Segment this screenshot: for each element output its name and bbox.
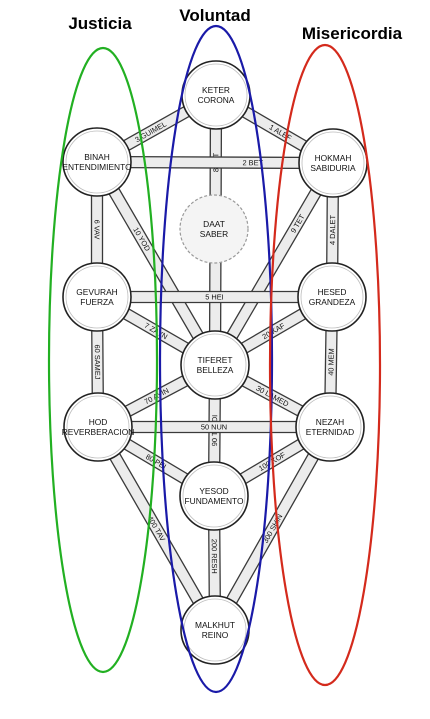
sefira-name: HESED: [318, 287, 347, 297]
sefira-name: TIFERET: [198, 355, 233, 365]
path-label: 40 MEM: [326, 348, 335, 376]
sefira-meaning: SABIDURIA: [310, 163, 356, 173]
sefira-inner-ring: [298, 395, 362, 459]
sefira-name: MALKHUT: [195, 620, 235, 630]
sefira-inner-ring: [184, 63, 248, 127]
sefira-circle: [180, 330, 250, 400]
sefira-meaning: SABER: [200, 229, 228, 239]
sefira-name: BINAH: [84, 152, 110, 162]
sefira-inner-ring: [300, 265, 364, 329]
sefira-circle: [179, 194, 249, 264]
path-label: 5 HEI: [205, 293, 223, 302]
sefira-inner-ring: [182, 464, 246, 528]
sefira-meaning: BELLEZA: [197, 365, 234, 375]
path-channel: [96, 155, 334, 170]
pillars-layer: [47, 24, 382, 694]
pillar-right-ellipse: [268, 43, 382, 687]
sefira-inner-ring: [183, 333, 247, 397]
sefira-circle: [297, 262, 367, 332]
sefira-name: DAAT: [203, 219, 225, 229]
sefira-meaning: CORONA: [198, 95, 235, 105]
pillar-right-title: Misericordia: [302, 24, 403, 43]
sefira-circle: [63, 392, 133, 462]
pillar-middle-title: Voluntad: [179, 6, 250, 25]
path-label: 4 DALET: [328, 214, 337, 245]
sefira-name: HOKMAH: [315, 153, 352, 163]
sefira-inner-ring: [66, 395, 130, 459]
sefira-meaning: REINO: [202, 630, 229, 640]
sefira-meaning: ENTENDIMIENTO: [62, 162, 132, 172]
path-gevurah-hesed: 5 HEI: [96, 290, 333, 304]
sefira-meaning: FUERZA: [80, 297, 114, 307]
pillar-left-title: Justicia: [68, 14, 132, 33]
sefira-circle: [62, 262, 132, 332]
path-label: 200 RESH: [210, 539, 219, 574]
path-label: 50 NUN: [201, 423, 227, 432]
sefira-meaning: GRANDEZA: [309, 297, 356, 307]
pillar-middle-ellipse: [158, 24, 274, 694]
sefira-inner-ring: [301, 131, 365, 195]
sefira-circle: [295, 392, 365, 462]
sefira-circle: [62, 127, 132, 197]
sefira-circle: [179, 461, 249, 531]
sefira-meaning: REVERBERACION: [62, 427, 135, 437]
sefira-name: NEZAH: [316, 417, 344, 427]
sefira-name: HOD: [89, 417, 108, 427]
sefira-name: KETER: [202, 85, 230, 95]
path-binah-hokmah: 2 BET: [96, 155, 334, 170]
sefira-name: YESOD: [199, 486, 228, 496]
sefira-inner-ring: [65, 130, 129, 194]
pillar-left-ellipse: [47, 46, 159, 674]
path-label: 60 SAMEJ: [93, 345, 102, 380]
path-label: 2 BET: [243, 158, 264, 167]
sefira-meaning: FUNDAMENTO: [185, 496, 244, 506]
sefira-inner-ring: [65, 265, 129, 329]
path-label: 6 VAV: [92, 220, 101, 240]
sefira-meaning: ETERNIDAD: [306, 427, 354, 437]
sefira-name: GEVURAH: [76, 287, 117, 297]
